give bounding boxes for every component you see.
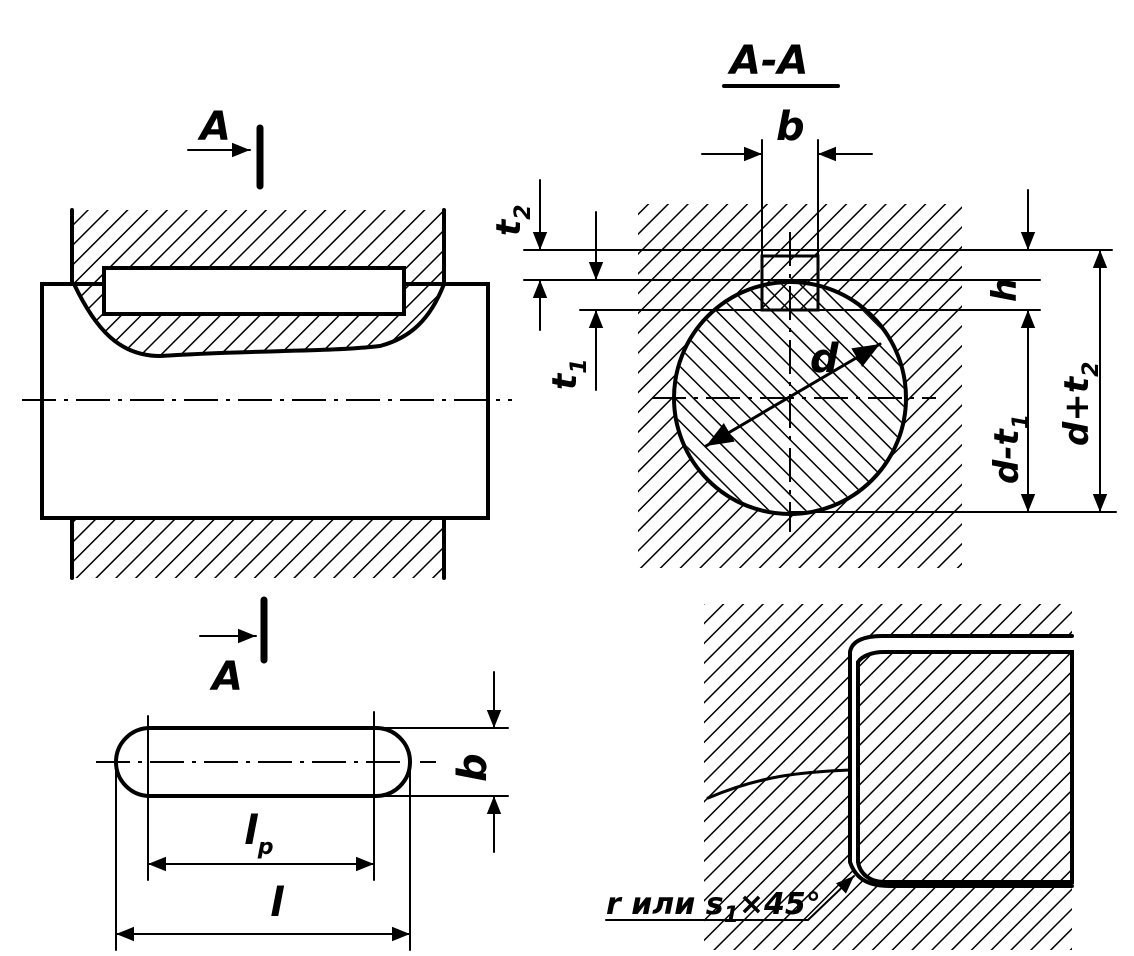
hub-bottom-section xyxy=(72,518,444,578)
dim-d-plus-t2: d+t2 xyxy=(1057,362,1104,446)
chamfer-note: r или s1×45° xyxy=(606,887,821,928)
section-a-a: A-A d b t2 xyxy=(489,38,1117,568)
key-in-shaft xyxy=(102,266,406,316)
dim-d-minus-t1: d-t1 xyxy=(987,414,1034,484)
dim-t1: t1 xyxy=(545,358,592,390)
chamfer-detail: r или s1×45° xyxy=(605,604,1074,950)
key-plan-view: b lp l xyxy=(96,671,509,951)
dim-t2: t2 xyxy=(489,204,536,236)
dim-b-top: b xyxy=(776,104,805,150)
section-mark-bottom: A xyxy=(209,654,243,700)
detail-shaft-body xyxy=(856,650,1074,884)
section-mark-top: A xyxy=(197,104,231,150)
dim-h: h xyxy=(985,278,1025,302)
dim-d: d xyxy=(810,336,839,382)
dim-lp: lp xyxy=(244,808,273,860)
section-title: A-A xyxy=(727,38,809,84)
dim-b-key: b xyxy=(450,753,496,782)
longitudinal-view: A A xyxy=(22,104,512,700)
dim-l: l xyxy=(270,880,285,926)
